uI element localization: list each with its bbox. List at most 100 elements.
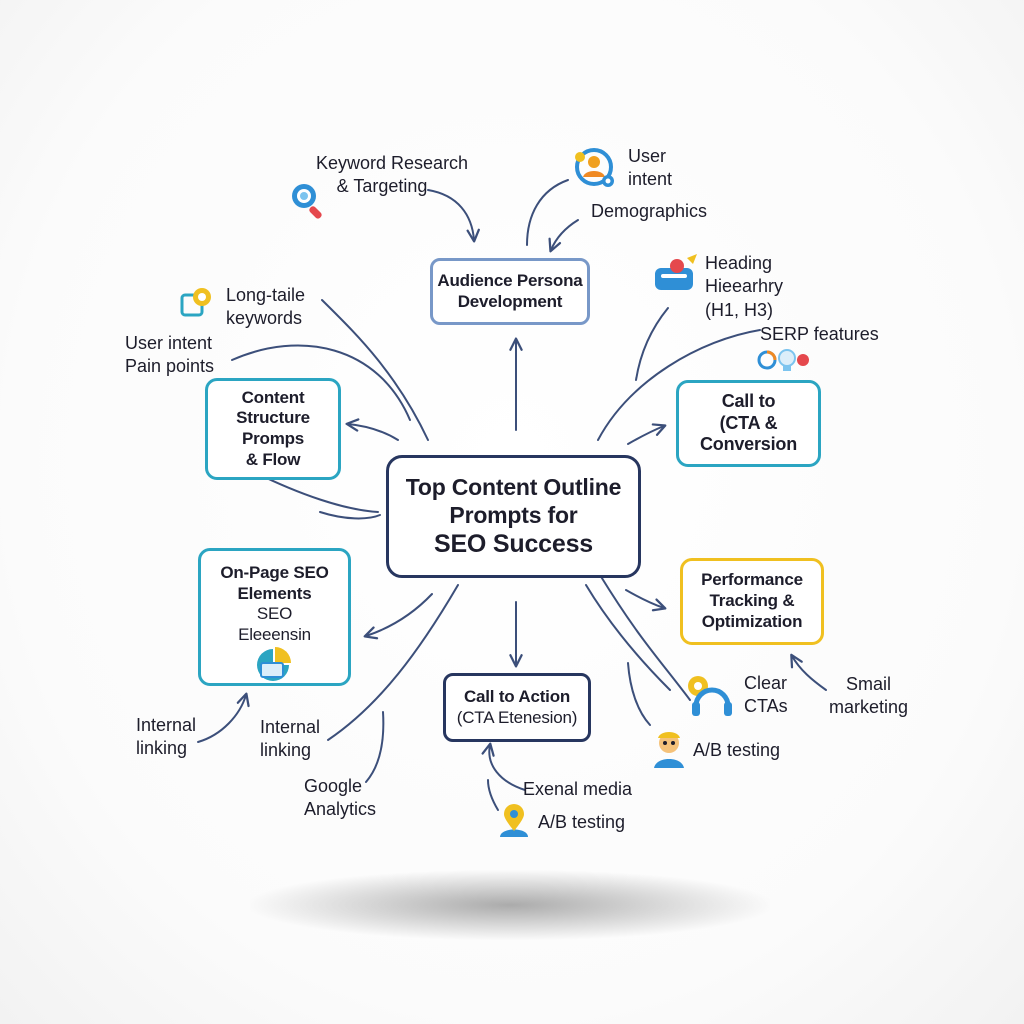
connector-longtail (321, 299, 429, 441)
structure-node-line-3: Promps (241, 429, 305, 448)
connector-analytics (365, 711, 385, 783)
heading-line-3: (H1, H3) (705, 299, 774, 320)
gear-square-icon (180, 288, 211, 317)
structure-node-line-2: Structure (236, 408, 310, 428)
onpage-node-title-1: On-Page SEO (220, 563, 329, 582)
analytics-line-1: Google (304, 776, 363, 796)
ab-bottom-line: A/B testing (538, 812, 626, 832)
serp-icons (757, 349, 809, 371)
user-intent-top-line-1: User (628, 146, 667, 166)
floor-shadow (250, 870, 770, 940)
email-line-1: Smail (846, 674, 892, 694)
cta-bottom-subtitle: (CTA Etenesion) (456, 707, 578, 727)
ab-right-line: A/B testing (693, 740, 781, 760)
label-ab-testing-right: A/B testing (693, 739, 780, 762)
label-google-analytics: Google Analytics (304, 775, 376, 822)
gear-headset-icon (688, 676, 732, 716)
connector-center-cta (627, 423, 667, 445)
onpage-node-title-2: Elements (237, 583, 312, 603)
cta-conversion-node[interactable]: Call to (CTA & Conversion (676, 380, 821, 467)
structure-node-line-1: Content (241, 387, 305, 407)
heading-line-1: Heading (705, 253, 773, 273)
label-external-media: Exenal media (523, 778, 632, 801)
location-pin-icon (500, 804, 528, 837)
connector-serp (597, 329, 761, 441)
cta-node-line-1: Call to (721, 390, 776, 411)
performance-node-line-3: Optimization (701, 611, 803, 631)
performance-node-line-2: Tracking & (709, 591, 795, 611)
pain-line-1: User intent (125, 333, 213, 353)
cta-extension-node[interactable]: Call to Action (CTA Etenesion) (443, 673, 591, 742)
connector-right-outer (599, 574, 691, 701)
pain-line-2: Pain points (125, 356, 215, 377)
audience-persona-node[interactable]: Audience Persona Development (430, 258, 590, 325)
demographics-line: Demographics (591, 201, 708, 221)
label-ab-testing-bottom: A/B testing (538, 811, 625, 834)
keyword-line-2: & Targeting (336, 176, 428, 197)
connector-internal-onpage (197, 692, 250, 743)
label-user-intent-top: User intent (628, 145, 672, 192)
heading-icon (655, 254, 697, 290)
content-structure-node[interactable]: Content Structure Promps & Flow (205, 378, 341, 480)
label-user-intent-pain: User intent Pain points (125, 332, 214, 379)
connector-center-internal (327, 584, 459, 741)
audience-node-line-2: Development (457, 291, 563, 311)
internal-left-line-2: linking (136, 738, 188, 759)
analytics-line-2: Analytics (304, 799, 377, 820)
connector-structure-low (319, 511, 381, 520)
connector-right-down (585, 584, 671, 691)
central-node[interactable]: Top Content Outline Prompts for SEO Succ… (386, 455, 641, 578)
label-email-marketing: Smail marketing (829, 673, 908, 720)
internal-mid-line-2: linking (260, 740, 312, 761)
cta-node-line-3: Conversion (699, 434, 798, 455)
performance-node-line-1: Performance (701, 570, 803, 590)
label-demographics: Demographics (591, 200, 707, 223)
heading-line-2: Hieearhry (705, 276, 784, 297)
user-intent-top-line-2: intent (628, 169, 673, 190)
magnifier-icon (292, 184, 322, 219)
clear-ctas-line-1: Clear (744, 673, 788, 693)
label-internal-linking-left: Internal linking (136, 714, 196, 761)
keyword-line-1: Keyword Research (316, 153, 469, 173)
label-serp-features: SERP features (760, 323, 879, 346)
connector-ab-bottom (487, 779, 499, 811)
audience-node-line-1: Audience Persona (437, 270, 583, 290)
performance-tracking-node[interactable]: Performance Tracking & Optimization (680, 558, 824, 645)
cta-node-line-2: (CTA & (719, 412, 778, 433)
clear-ctas-line-2: CTAs (744, 696, 788, 717)
connector-email-performance (790, 653, 827, 691)
internal-left-line-1: Internal (136, 715, 197, 735)
central-node-line-2: Prompts for (449, 502, 578, 529)
onpage-node-sub-2: Eleeensin (238, 625, 311, 645)
external-media-line: Exenal media (523, 779, 633, 799)
person-icon (654, 732, 684, 768)
label-heading-hierarchy: Heading Hieearhry (H1, H3) (705, 252, 783, 322)
connector-center-structure (345, 418, 399, 441)
connector-keyword-audience (427, 189, 480, 243)
connector-userintent-audience (526, 179, 569, 246)
cta-bottom-title: Call to Action (463, 686, 571, 706)
email-line-2: marketing (829, 697, 909, 718)
onpage-node-sub-1: SEO (256, 604, 293, 624)
connector-center-onpage (363, 593, 433, 640)
label-long-tail: Long-taile keywords (226, 284, 305, 331)
user-persona-icon (575, 148, 614, 187)
structure-node-line-4: & Flow (245, 449, 301, 469)
longtail-line-1: Long-taile (226, 285, 306, 305)
longtail-line-2: keywords (226, 308, 303, 329)
internal-mid-line-1: Internal (260, 717, 321, 737)
connector-painpoints (231, 344, 411, 421)
label-keyword-research: Keyword Research & Targeting (316, 152, 468, 199)
central-node-line-1: Top Content Outline (405, 474, 622, 501)
connector-center-performance (625, 589, 667, 612)
central-node-line-3: SEO Success (433, 530, 593, 559)
serp-line: SERP features (760, 324, 879, 344)
connector-heading (635, 307, 669, 381)
connector-external-ctabottom (481, 742, 526, 791)
chart-icon (257, 647, 291, 681)
connector-ab-right (627, 662, 651, 726)
label-clear-ctas: Clear CTAs (744, 672, 788, 719)
label-internal-linking-mid: Internal linking (260, 716, 320, 763)
connector-demographics-audience (548, 219, 579, 253)
